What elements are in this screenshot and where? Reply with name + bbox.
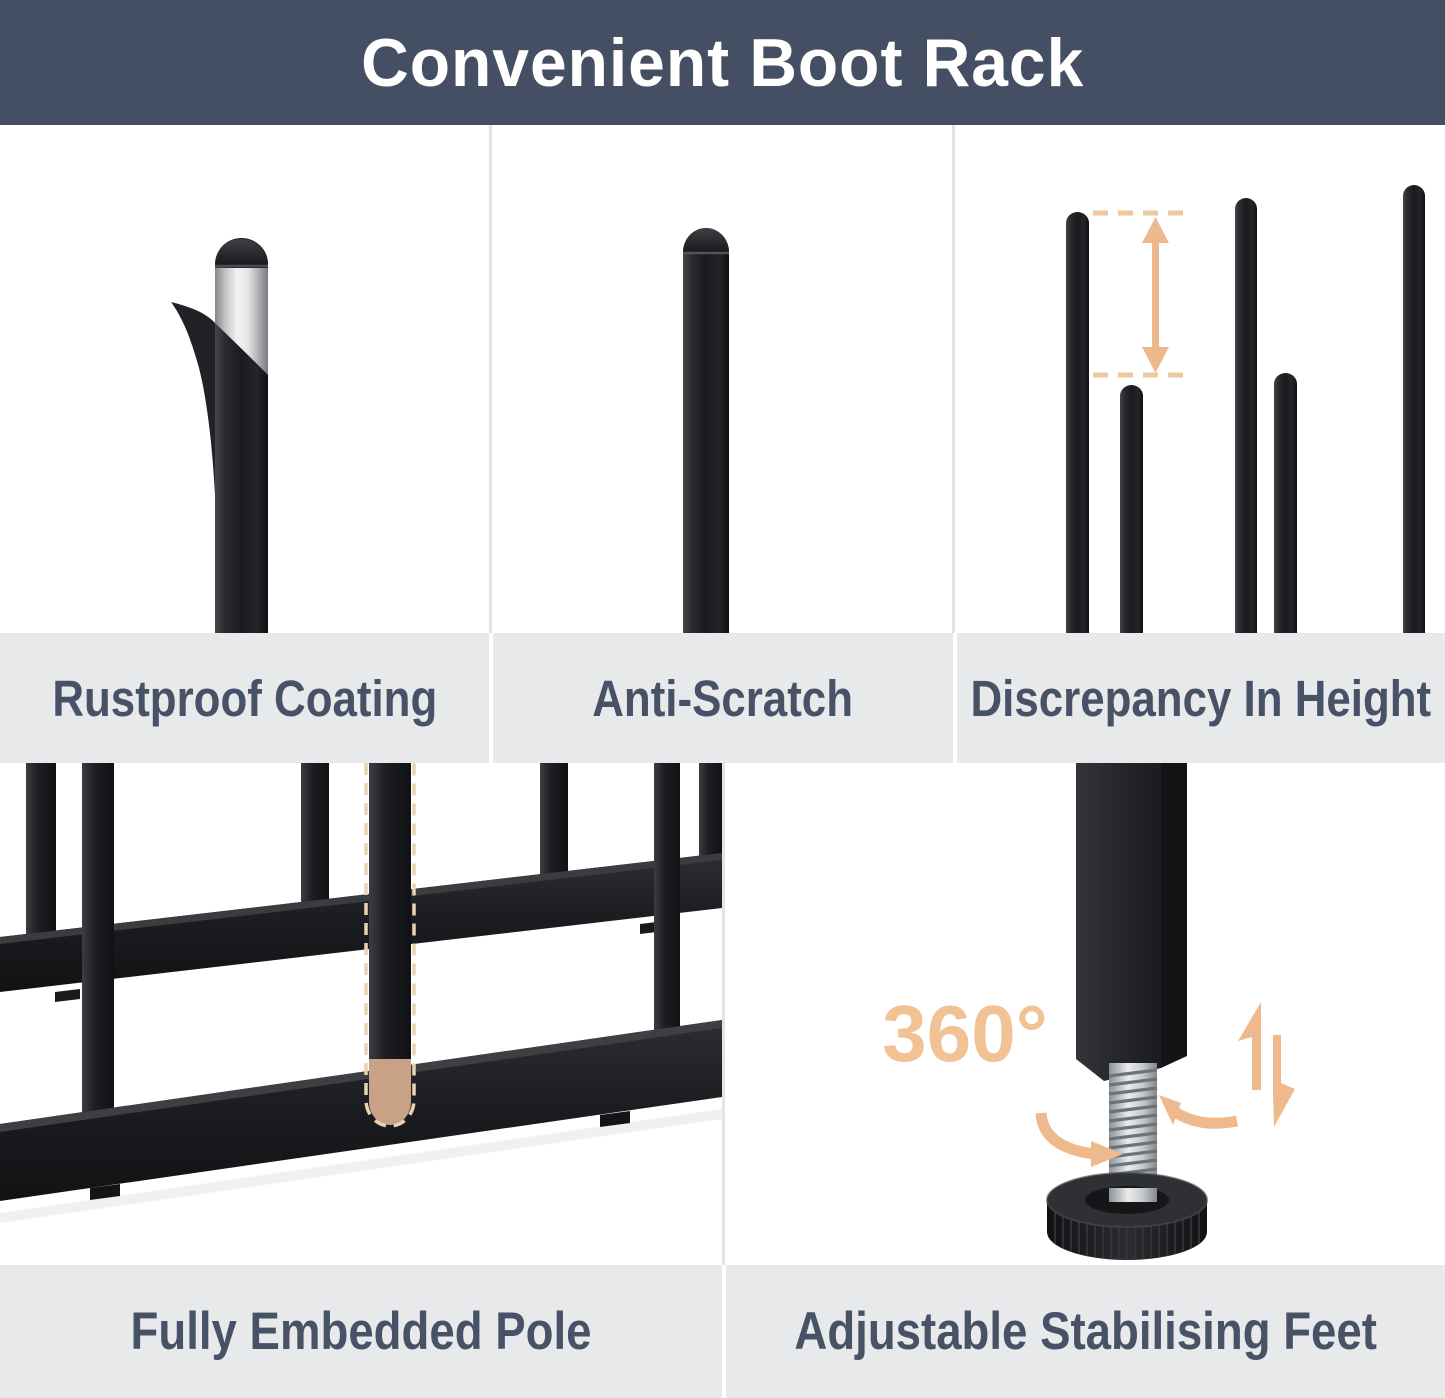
- panel-divider: [952, 125, 955, 633]
- peeled-pole: [171, 238, 268, 633]
- caption-gap: [722, 1265, 726, 1398]
- caption-text: Fully Embedded Pole: [130, 1302, 592, 1361]
- peeling-coating-curl: [171, 302, 215, 495]
- anti-scratch-illustration: [683, 228, 729, 633]
- height-discrepancy-illustration: [1066, 185, 1425, 633]
- pole: [301, 763, 329, 905]
- front-rail: [0, 1020, 722, 1201]
- embedded-pole-illustration: [0, 763, 722, 1223]
- tall-pole: [1235, 198, 1257, 633]
- tall-pole: [1403, 185, 1425, 633]
- pole-cap: [215, 239, 268, 266]
- caption-text: Adjustable Stabilising Feet: [794, 1302, 1377, 1361]
- pole: [369, 763, 411, 1074]
- embedded-tip: [369, 1059, 411, 1125]
- pole: [654, 763, 680, 1035]
- short-pole: [1274, 373, 1297, 633]
- rotation-arrows-icon: [1035, 1095, 1239, 1167]
- bottom-feature-panels: 360°: [0, 763, 1445, 1265]
- caption-gap: [953, 633, 957, 763]
- caption-adjustable-feet: Adjustable Stabilising Feet: [726, 1265, 1445, 1398]
- pole: [699, 763, 722, 858]
- pole: [26, 763, 56, 935]
- bottom-caption-band: Fully Embedded Pole Adjustable Stabilisi…: [0, 1265, 1445, 1398]
- panel-anti-scratch: [492, 125, 952, 633]
- tube-front-face: [1076, 763, 1161, 1081]
- page-title: Convenient Boot Rack: [360, 24, 1085, 101]
- panel-adjustable-feet: 360°: [725, 763, 1445, 1265]
- pole-group: [1066, 185, 1425, 633]
- panel-height-discrepancy: [955, 125, 1445, 633]
- adjustable-foot-illustration: 360°: [882, 763, 1295, 1260]
- short-pole: [1120, 385, 1143, 633]
- exposed-steel: [215, 268, 268, 375]
- pole: [82, 763, 114, 1115]
- tube-side-face: [1161, 763, 1187, 1068]
- caption-anti-scratch: Anti-Scratch: [493, 633, 953, 763]
- panel-divider: [489, 125, 492, 633]
- caption-text: Discrepancy In Height: [970, 669, 1432, 727]
- rustproof-coating-illustration: [171, 238, 268, 633]
- panel-rustproof-coating: [0, 125, 489, 633]
- pole-cap: [683, 228, 729, 253]
- caption-embedded-pole: Fully Embedded Pole: [0, 1265, 722, 1398]
- screw-into-foot: [1109, 1188, 1157, 1202]
- straight-pole: [683, 228, 729, 633]
- caption-text: Anti-Scratch: [592, 669, 854, 727]
- caption-height-discrepancy: Discrepancy In Height: [957, 633, 1445, 763]
- embed-outline-dashed: [364, 763, 416, 1128]
- square-leg-tube: [1076, 763, 1187, 1081]
- highlighted-embedded-pole: [364, 763, 416, 1128]
- mid-poles: [82, 763, 680, 1115]
- rear-poles: [26, 763, 722, 935]
- height-difference-double-arrow-icon: [1093, 210, 1185, 378]
- rotation-360-label: 360°: [882, 989, 1047, 1078]
- header-banner: Convenient Boot Rack: [0, 0, 1445, 125]
- panel-divider: [722, 763, 725, 1265]
- pole-body: [683, 228, 729, 633]
- round-foot: [1046, 1172, 1208, 1260]
- up-down-arrows-icon: [1238, 1002, 1295, 1127]
- pole: [540, 763, 568, 878]
- caption-gap: [489, 633, 493, 763]
- caption-rustproof-coating: Rustproof Coating: [0, 633, 489, 763]
- tall-pole: [1066, 212, 1089, 633]
- caption-text: Rustproof Coating: [52, 669, 437, 727]
- top-feature-panels: [0, 125, 1445, 633]
- top-caption-band: Rustproof Coating Anti-Scratch Discrepan…: [0, 633, 1445, 763]
- panel-embedded-pole: [0, 763, 722, 1265]
- floor-shadow: [0, 1109, 722, 1223]
